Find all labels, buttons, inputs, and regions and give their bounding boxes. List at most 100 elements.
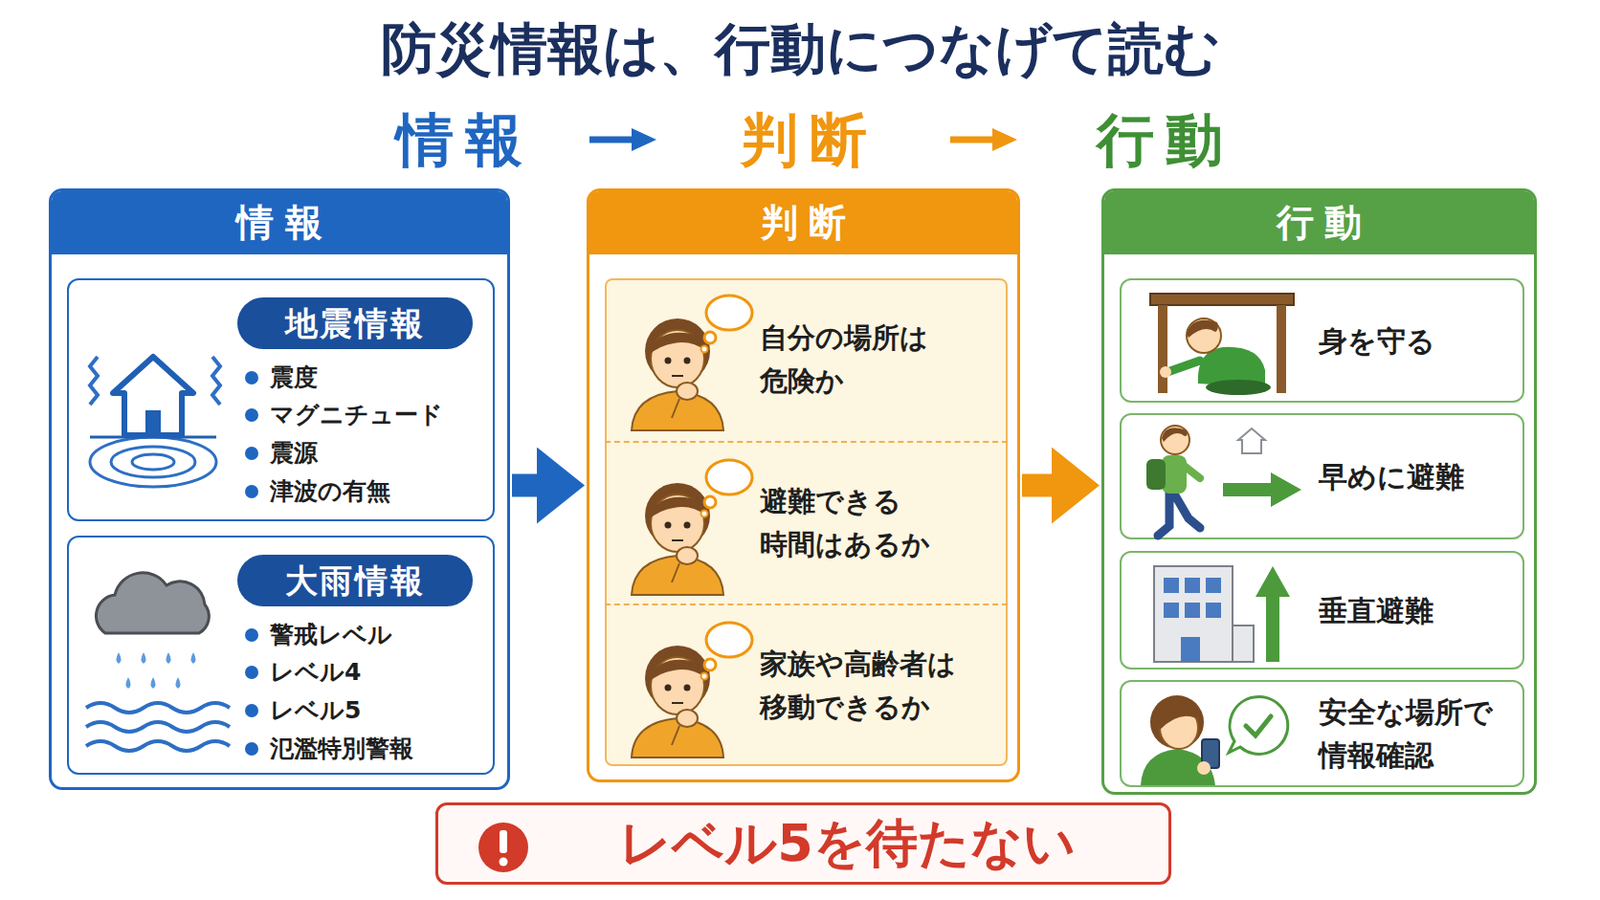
icon-shape (1146, 459, 1166, 490)
panel-box: 判断自分の場所は 危険か避難できる 時間はあるか家族や高齢者は 移動できるか (586, 188, 1021, 783)
raindrop (116, 652, 122, 665)
panel-heading: 行動 (1104, 191, 1534, 255)
icon-shape (1167, 360, 1200, 373)
icon-shape (112, 356, 194, 436)
action-text: 身を守る (1318, 319, 1511, 363)
icon-shape (145, 410, 161, 436)
action-box: 垂直避難 (1119, 551, 1525, 670)
icon-shape (1222, 483, 1275, 497)
raindrop (151, 677, 156, 689)
icon-shape (684, 522, 691, 530)
earthquake-icon (76, 318, 230, 511)
icon-shape (1154, 566, 1233, 663)
icon-shape (631, 555, 724, 596)
thinking-person-icon (623, 291, 758, 431)
icon-shape (631, 391, 724, 431)
warning-message: レベル5を待たない (545, 805, 1150, 883)
icon-shape (95, 573, 209, 634)
icon-shape (1182, 465, 1200, 479)
info-item: 震度 (269, 361, 318, 395)
icon-shape (706, 460, 753, 495)
icon-shape (499, 858, 509, 867)
info-item: 津波の有無 (269, 475, 391, 509)
thinking-person-icon (623, 456, 758, 596)
judgement-question: 自分の場所は 危険か (759, 316, 990, 403)
icon-shape (684, 357, 691, 365)
icon-shape (1197, 761, 1211, 776)
flow-step-label: 判断 (660, 103, 948, 177)
icon-shape (706, 622, 753, 658)
icon-shape (89, 437, 217, 488)
bullet-dot (244, 485, 259, 499)
icon-shape (1157, 706, 1198, 731)
icon-shape (671, 563, 680, 583)
icon-shape (89, 436, 217, 440)
info-item: レベル5 (269, 694, 361, 728)
bullet-dot (244, 446, 259, 461)
icon-shape (671, 539, 684, 542)
icon-shape (1150, 293, 1294, 306)
panel-heading: 判断 (589, 191, 1018, 255)
judgement-question: 家族や高齢者は 移動できるか (759, 643, 990, 730)
icon-shape (478, 822, 529, 873)
info-item: 警戒レベル (269, 619, 393, 652)
icon-shape (1163, 577, 1179, 594)
icon-shape (665, 522, 672, 530)
icon-shape (684, 685, 691, 692)
bullet-dot (244, 742, 259, 756)
info-box: 大雨情報警戒レベルレベル4レベル5氾濫特別警報 (66, 535, 495, 776)
icon-shape (701, 673, 709, 681)
icon-shape (1238, 428, 1266, 454)
bullet-dot (244, 371, 259, 385)
judge-box: 家族や高齢者は 移動できるか (604, 603, 1008, 767)
bullet-dot (244, 666, 259, 680)
wave-line (86, 741, 230, 752)
icon-shape (212, 356, 221, 405)
judgement-question: 避難できる 時間はあるか (759, 480, 990, 567)
icon-shape (676, 382, 698, 400)
warning-icon (476, 821, 531, 875)
icon-shape (1205, 577, 1222, 594)
safe-info-check-icon (1134, 686, 1308, 786)
flow-arrow-head (631, 128, 657, 152)
raindrop (166, 652, 172, 665)
info-item: 氾濫特別警報 (269, 733, 414, 766)
icon-shape (1232, 625, 1254, 663)
icon-shape (704, 496, 716, 509)
raindrop (126, 677, 132, 689)
bullet-dot (244, 408, 259, 423)
heavy-rain-icon (76, 558, 230, 760)
vertical-evacuation-icon (1140, 558, 1304, 667)
icon-shape (701, 511, 709, 518)
icon-shape (671, 399, 680, 419)
icon-shape (676, 710, 698, 728)
icon-shape (676, 547, 698, 565)
icon-shape (1186, 318, 1222, 354)
action-text: 安全な場所で 情報確認 (1318, 690, 1511, 778)
icon-shape (648, 333, 707, 356)
icon-shape (1159, 366, 1172, 378)
action-text: 早めに避難 (1318, 455, 1511, 499)
icon-shape (665, 357, 672, 365)
icon-shape (701, 346, 709, 354)
icon-shape (1163, 602, 1179, 619)
icon-shape (1184, 577, 1200, 594)
icon-shape (1161, 427, 1188, 443)
flow-connector (1022, 474, 1062, 498)
icon-shape (1270, 472, 1302, 508)
raindrop (141, 652, 147, 665)
icon-shape (648, 660, 707, 683)
thinking-person-icon (623, 619, 758, 758)
panel-box: 行動身を守る早めに避難垂直避難安全な場所で 情報確認 (1101, 188, 1537, 796)
icon-shape (704, 659, 716, 671)
icon-shape (665, 685, 672, 692)
action-text: 垂直避難 (1318, 589, 1511, 633)
icon-shape (1186, 320, 1219, 338)
icon-shape (1245, 716, 1271, 736)
info-item: レベル4 (269, 656, 361, 689)
raindrop (176, 677, 181, 689)
judge-box: 自分の場所は 危険か (604, 278, 1008, 442)
icon-shape (1255, 566, 1290, 598)
panel-heading: 情報 (51, 191, 508, 255)
